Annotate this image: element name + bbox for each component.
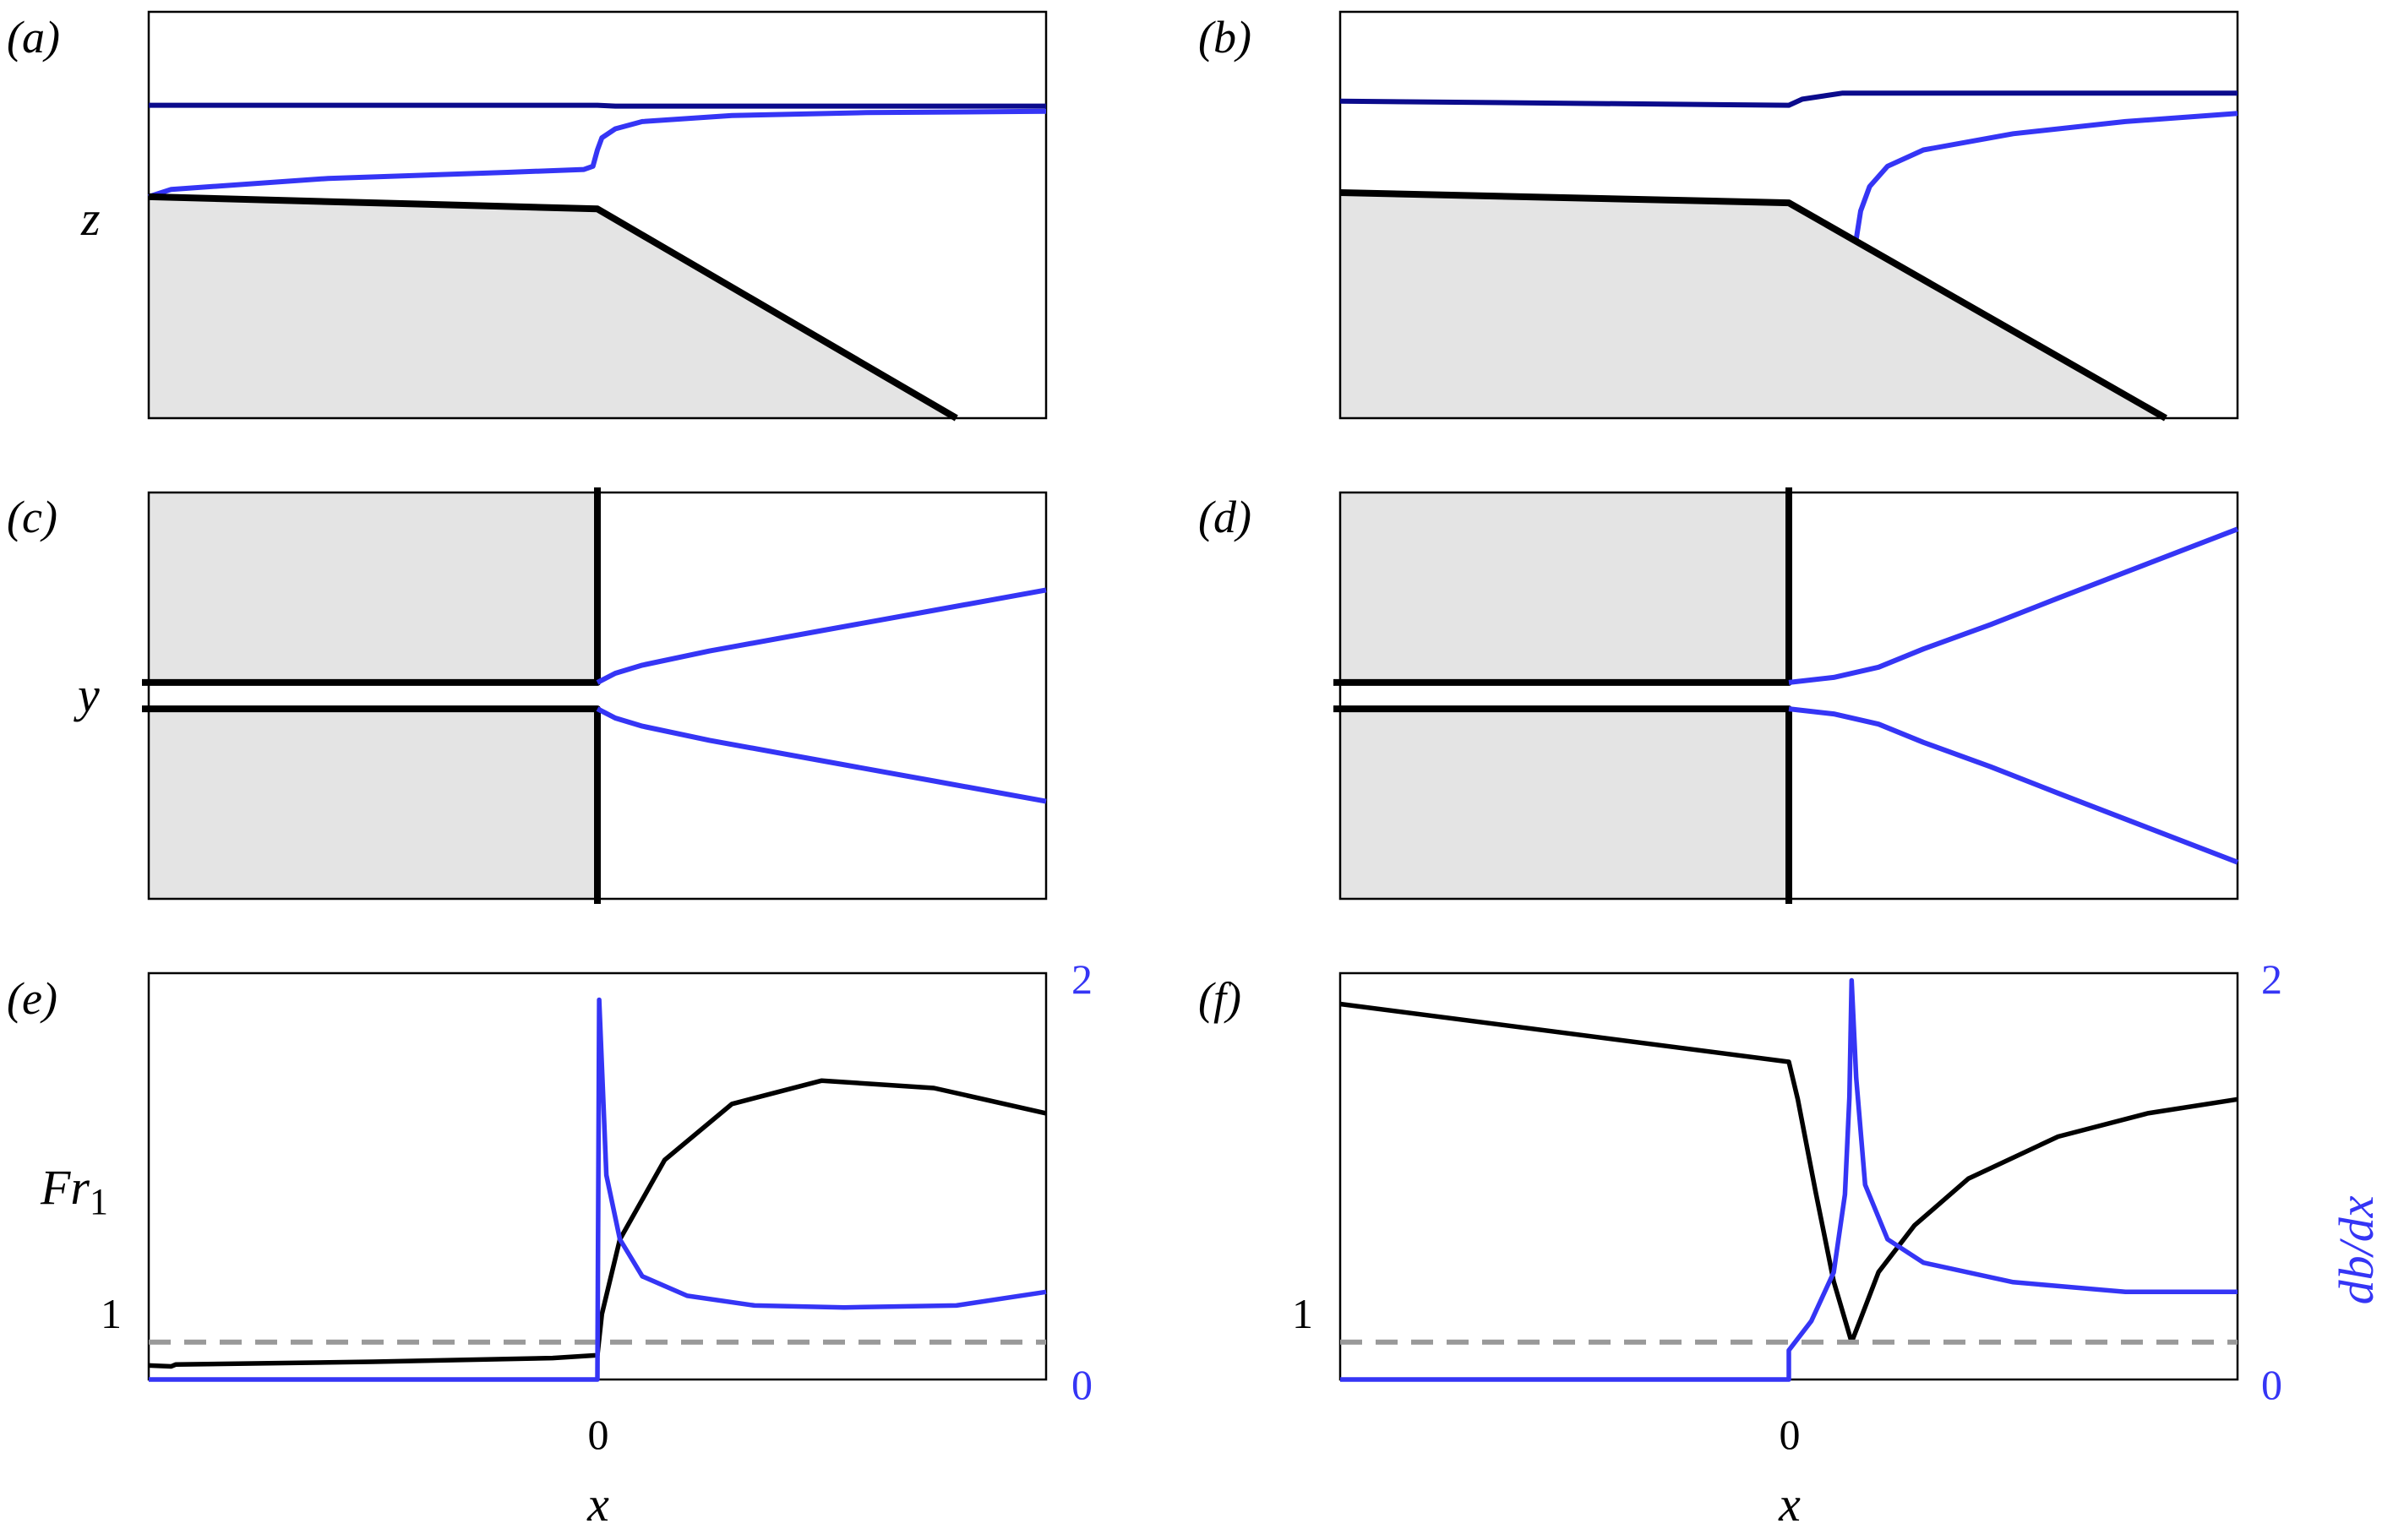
- series-topography: [1339, 189, 2167, 422]
- channel-fill: [149, 682, 597, 710]
- series-plume-edge-lower: [1788, 706, 2239, 865]
- panel-frame: [1338, 10, 2239, 420]
- panel-label-f: (f): [1198, 973, 1241, 1024]
- y-axis-label-y: y: [74, 667, 100, 722]
- x-axis-annotations: 0 0 x x 1 1 2 0 2 0: [101, 955, 2282, 1532]
- y2-tick-zero-left: 0: [1071, 1361, 1093, 1408]
- panel-frame: [147, 10, 1048, 420]
- y-axis-label-fr-main: Fr: [40, 1160, 90, 1215]
- series-topography: [148, 193, 958, 422]
- panel-c: [142, 487, 1048, 904]
- panel-b: [1338, 10, 2239, 422]
- series-fr1: [1339, 1001, 2238, 1345]
- series-upper-interface: [1339, 90, 2238, 108]
- x-tick-zero-left: 0: [588, 1411, 609, 1458]
- series-plume-edge-upper: [596, 587, 1047, 685]
- series-db-dx: [149, 997, 1047, 1382]
- panel-label-d: (d): [1198, 492, 1251, 542]
- ground-fill: [149, 196, 957, 418]
- panel-label-a: (a): [7, 12, 60, 63]
- series-db-dx: [1340, 977, 2238, 1382]
- panel-d: [1333, 487, 2239, 904]
- panel-labels: (a) (b) (c) (d) (e) (f): [7, 12, 1251, 1024]
- series-lower-layer-surface: [1853, 111, 2238, 240]
- panel-label-c: (c): [7, 492, 57, 542]
- panel-label-b: (b): [1198, 12, 1251, 63]
- series-lower-layer-surface: [148, 108, 1047, 199]
- ground-fill: [1340, 193, 2166, 418]
- panel-a: [147, 10, 1048, 422]
- y2-tick-two-right: 2: [2261, 955, 2282, 1003]
- y-axis-label-z: z: [80, 191, 101, 246]
- y2-axis-label-db-dx: db/dx: [2329, 1195, 2384, 1304]
- x-tick-zero-right: 0: [1780, 1411, 1801, 1458]
- series-plume-edge-lower: [596, 706, 1047, 804]
- channel-fill: [1340, 682, 1789, 710]
- panel-f: [1338, 971, 2239, 1382]
- series-fr1: [148, 1078, 1047, 1369]
- x-axis-label-right: x: [1778, 1477, 1801, 1532]
- y-tick-one-left: 1: [101, 1290, 122, 1337]
- panel-e: [147, 971, 1048, 1382]
- y-axis-label-fr-subscript: 1: [90, 1181, 108, 1222]
- y-tick-one-right: 1: [1292, 1290, 1313, 1337]
- y-axis-labels: z y Fr1 db/dx: [40, 191, 2384, 1304]
- y2-tick-zero-right: 0: [2261, 1361, 2282, 1408]
- x-axis-label-left: x: [586, 1477, 609, 1532]
- y2-tick-two-left: 2: [1071, 955, 1093, 1003]
- y-axis-label-fr: Fr1: [40, 1160, 108, 1222]
- series-plume-edge-upper: [1788, 526, 2239, 685]
- panel-label-e: (e): [7, 973, 57, 1024]
